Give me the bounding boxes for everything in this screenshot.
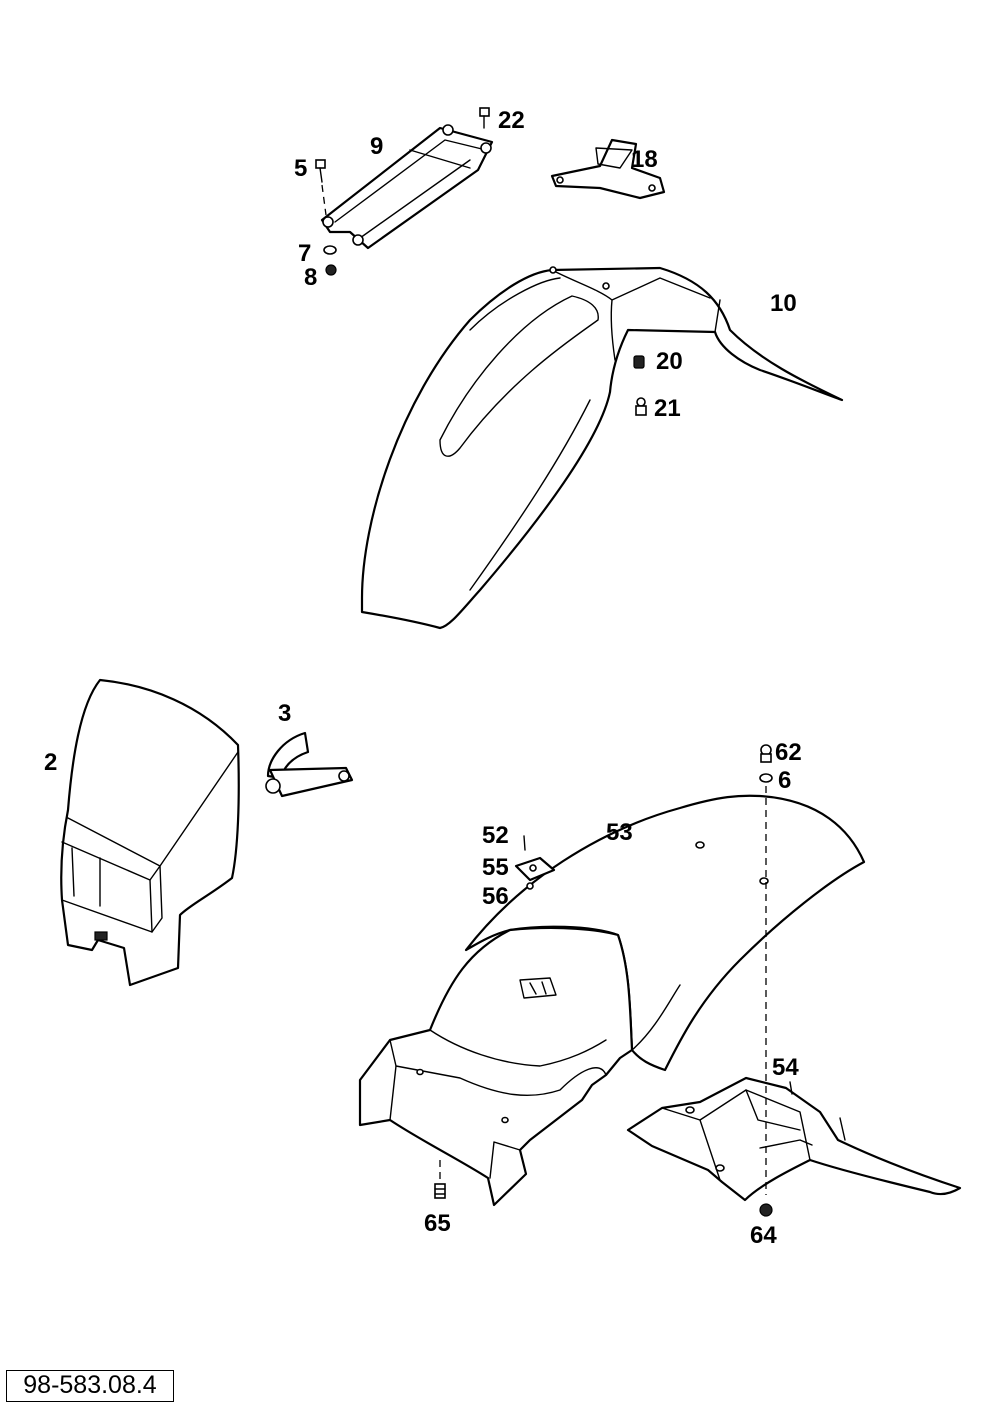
callout-54: 54: [772, 1054, 799, 1081]
part-5-bolt: [315, 159, 327, 216]
callout-7: 7: [298, 240, 311, 267]
callout-55: 55: [482, 854, 509, 881]
callout-20: 20: [656, 348, 683, 375]
callout-21: 21: [654, 395, 681, 422]
part-9-bracket: [320, 124, 494, 250]
callout-52: 52: [482, 822, 509, 849]
callout-6: 6: [778, 767, 791, 794]
callout-18: 18: [631, 146, 658, 173]
part-22-bolt: [479, 107, 490, 129]
part-65-bolt: [434, 1160, 446, 1199]
callout-10: 10: [770, 290, 797, 317]
callout-3: 3: [278, 700, 291, 727]
part-7-washer: [323, 245, 337, 255]
part-3-clamp: [265, 731, 354, 798]
part-rear-tail-section: [358, 926, 634, 1207]
part-54-license-holder: [626, 1076, 962, 1202]
callout-62: 62: [775, 739, 802, 766]
part-52-pin: [523, 835, 526, 851]
callout-64: 64: [750, 1222, 777, 1249]
part-21-screw: [635, 397, 647, 416]
part-20-nut: [633, 355, 645, 369]
part-10-front-fender: [360, 266, 844, 630]
part-55-clip: [514, 856, 556, 882]
part-62-bolt: [760, 744, 772, 763]
part-56-screw: [526, 882, 534, 890]
callout-2: 2: [44, 749, 57, 776]
part-6-washer: [759, 773, 773, 783]
callout-9: 9: [370, 133, 383, 160]
callout-8: 8: [304, 264, 317, 291]
part-18-mount-plate: [550, 138, 666, 200]
drawing-code: 98-583.08.4: [6, 1370, 174, 1402]
part-64-nut: [759, 1203, 773, 1217]
callout-65: 65: [424, 1210, 451, 1237]
part-2-headlight-mask: [60, 678, 240, 987]
callout-53: 53: [606, 819, 633, 846]
callout-22: 22: [498, 107, 525, 134]
callout-56: 56: [482, 883, 509, 910]
part-8-nut: [325, 264, 337, 276]
callout-5: 5: [294, 155, 307, 182]
